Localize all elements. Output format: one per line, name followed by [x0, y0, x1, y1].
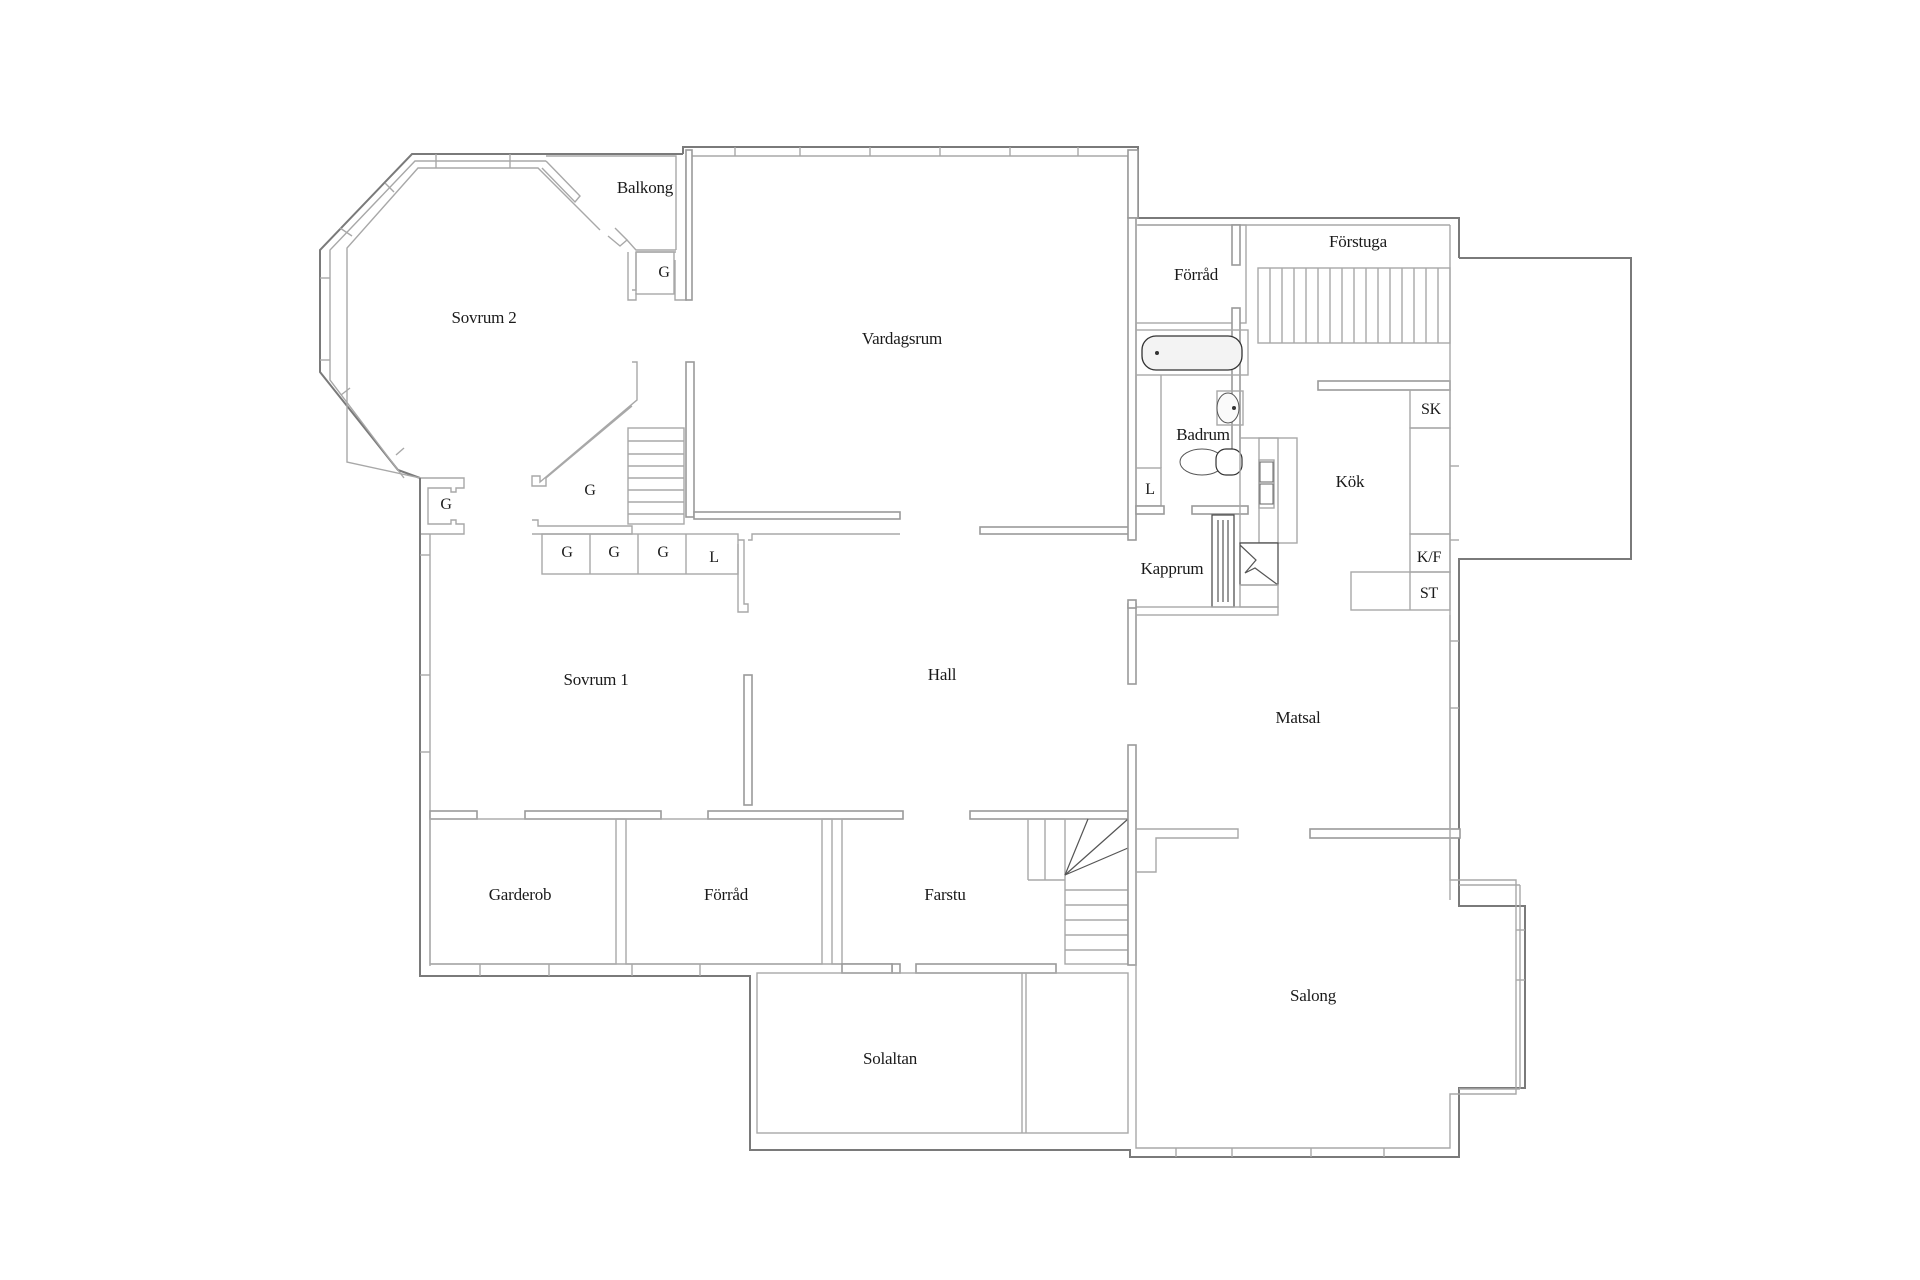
- room-label-garderob: Garderob: [488, 885, 552, 904]
- room-label-vardagsrum: Vardagsrum: [861, 329, 943, 348]
- right-annex: [1459, 257, 1632, 560]
- room-label-sovrum2: Sovrum 2: [451, 308, 517, 327]
- room-label-kok: Kök: [1335, 472, 1365, 491]
- closets-row: [541, 533, 900, 613]
- closet-g-top: [627, 251, 687, 301]
- staircase-farstu: [1027, 818, 1129, 965]
- staircase-left: [531, 361, 685, 525]
- appliance-label-st: ST: [1419, 585, 1439, 602]
- hall-matsal-divider: [1127, 603, 1461, 966]
- closet-label-g: G: [608, 544, 620, 561]
- room-label-kapprum: Kapprum: [1140, 559, 1204, 578]
- closet-g-left: [420, 477, 633, 535]
- room-label-hall: Hall: [927, 665, 957, 684]
- room-label-balkong: Balkong: [616, 178, 674, 197]
- sovrum2-walls: [319, 153, 683, 488]
- room-label-salong: Salong: [1289, 986, 1337, 1005]
- room-label-forstuga: Förstuga: [1329, 232, 1387, 251]
- closet-label-g: G: [657, 544, 669, 561]
- bottom-rooms: [429, 810, 1129, 976]
- matsal-salong-walls: [1135, 615, 1525, 1157]
- room-label-forrad-bottom: Förråd: [703, 885, 749, 904]
- closet-label-g: G: [561, 544, 573, 561]
- closet-label-l: L: [709, 549, 719, 566]
- room-label-forrad-top: Förråd: [1173, 265, 1219, 284]
- closet-label-g: G: [584, 482, 596, 499]
- kitchen-bath-block: [1127, 224, 1459, 900]
- room-label-matsal: Matsal: [1275, 708, 1321, 727]
- closet-label-g: G: [440, 496, 452, 513]
- appliance-label-kf: K/F: [1416, 549, 1442, 566]
- room-label-farstu: Farstu: [924, 885, 966, 904]
- room-label-badrum: Badrum: [1176, 425, 1230, 444]
- closet-label-g: G: [658, 264, 670, 281]
- vardagsrum-walls: [682, 146, 1460, 541]
- room-label-solaltan: Solaltan: [862, 1049, 918, 1068]
- closet-label-l: L: [1145, 481, 1155, 498]
- room-label-sovrum1: Sovrum 1: [563, 670, 629, 689]
- solaltan-walls: [756, 972, 1129, 1134]
- appliance-label-sk: SK: [1420, 401, 1442, 418]
